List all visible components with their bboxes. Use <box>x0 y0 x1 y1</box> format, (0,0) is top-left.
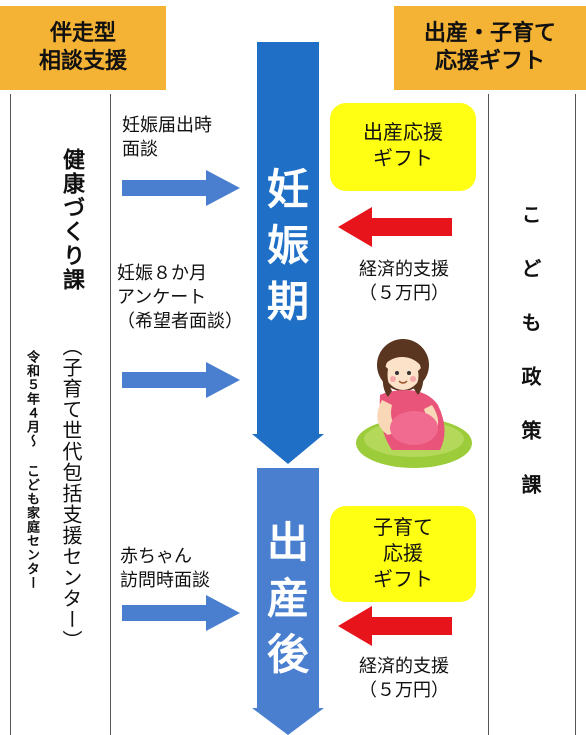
left-header-line-1: 伴走型 <box>49 21 116 46</box>
left-arrow-icon-1 <box>338 207 452 247</box>
left-column-note: 令和５年４月～ こども家庭センター <box>24 350 39 590</box>
right-arrow-icon-1 <box>122 170 240 206</box>
left-column-subtitle: （子育て世代包括支援センター） <box>59 336 83 651</box>
label-eight-months-line-3: （希望者面談） <box>117 311 243 332</box>
phase-label-pregnancy: 妊娠期 <box>266 165 309 326</box>
support-text-1-line-2: （５万円） <box>359 283 449 304</box>
label-eight-months: 妊娠８か月 アンケート （希望者面談） <box>117 262 243 334</box>
label-pregnancy-notice-line-2: 面談 <box>122 139 158 160</box>
label-baby-visit-line-1: 赤ちゃん <box>120 546 192 567</box>
gift-box-birth: 出産応援 ギフト <box>330 103 476 191</box>
label-eight-months-line-2: アンケート <box>117 287 207 308</box>
gift-box-birth-line-2: ギフト <box>373 146 433 170</box>
left-arrow-icon-2 <box>338 606 452 646</box>
gift-box-childcare-line-1: 子育て <box>373 515 433 539</box>
right-arrow-icon-2 <box>122 362 240 398</box>
label-pregnancy-notice-line-1: 妊娠届出時 <box>122 115 212 136</box>
pregnant-woman-illustration <box>356 339 472 468</box>
right-header-line-1: 出産・子育て <box>423 21 556 46</box>
left-column-title: 健康づくり課 <box>59 148 84 292</box>
right-column-title: こども政策課 <box>518 204 542 528</box>
gift-box-childcare-line-2: 応援 <box>383 541 423 565</box>
phase-label-postpartum: 出産後 <box>266 518 309 679</box>
right-header-line-2: 応援ギフト <box>434 49 545 74</box>
column-divider-4 <box>575 94 576 735</box>
column-divider-3 <box>488 94 489 735</box>
support-text-2-line-1: 経済的支援 <box>359 656 449 677</box>
left-header: 伴走型 相談支援 <box>0 6 166 90</box>
gift-box-childcare: 子育て 応援 ギフト <box>330 506 476 602</box>
support-text-1: 経済的支援 （５万円） <box>326 258 482 306</box>
left-header-line-2: 相談支援 <box>38 49 127 74</box>
label-pregnancy-notice: 妊娠届出時 面談 <box>122 114 212 162</box>
column-divider-2 <box>110 94 111 735</box>
label-eight-months-line-1: 妊娠８か月 <box>117 263 207 284</box>
gift-box-childcare-line-3: ギフト <box>373 567 433 591</box>
support-text-2-line-2: （５万円） <box>359 680 449 701</box>
gift-box-birth-line-1: 出産応援 <box>363 120 443 144</box>
label-baby-visit-line-2: 訪問時面談 <box>120 570 210 591</box>
column-divider-1 <box>10 94 11 735</box>
right-arrow-icon-3 <box>122 595 240 631</box>
phase-arrow-postpartum <box>252 468 324 735</box>
label-baby-visit: 赤ちゃん 訪問時面談 <box>120 545 210 593</box>
right-header: 出産・子育て 応援ギフト <box>394 6 586 90</box>
phase-arrow-pregnancy <box>252 42 324 464</box>
support-text-2: 経済的支援 （５万円） <box>326 655 482 703</box>
support-text-1-line-1: 経済的支援 <box>359 259 449 280</box>
